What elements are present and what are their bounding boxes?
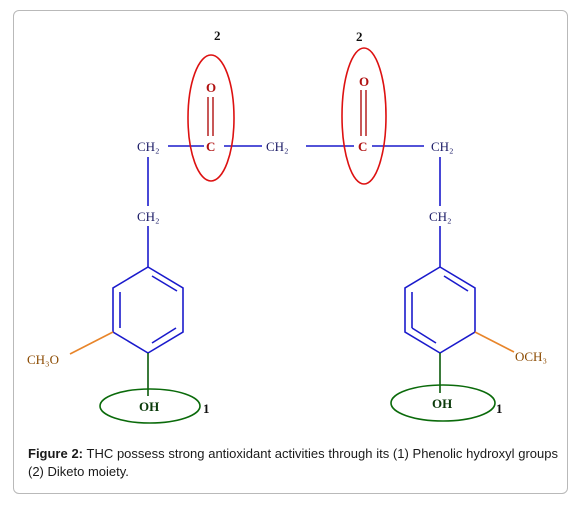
oxygen-right-label: O (359, 74, 369, 89)
methoxy-right-label: OCH₃ (515, 349, 547, 364)
ch2-upper-left-label: CH₂ (137, 139, 160, 154)
ch2-upper-right-label: CH₂ (431, 139, 454, 154)
benzene-ring-right (404, 266, 476, 354)
bond-methoxy-right (474, 331, 515, 353)
phenolic-ellipse-left (99, 388, 201, 424)
hydroxyl-right-label: OH (432, 396, 452, 411)
benzene-ring-left (112, 266, 184, 354)
carbonyl-bonds (207, 90, 367, 136)
figure-label: Figure 2: (28, 446, 84, 461)
phenolic-number-right: 1 (496, 401, 503, 416)
ch2-lower-left-label: CH₂ (137, 209, 160, 224)
bond-methoxy-left (69, 331, 114, 355)
carbon-chain (147, 145, 441, 267)
phenolic-number-left: 1 (203, 401, 210, 416)
moiety-number-left: 2 (214, 28, 221, 43)
figure-caption: Figure 2: THC possess strong antioxidant… (28, 445, 558, 481)
phenolic-ellipse-right (390, 384, 496, 422)
carbonyl-c-right-label: C (358, 139, 367, 154)
diketo-ellipse-right (341, 47, 387, 185)
diketo-ellipse-left (187, 54, 235, 182)
ch2-middle-label: CH₂ (266, 139, 289, 154)
moiety-number-right: 2 (356, 29, 363, 44)
methoxy-left-label: CH₃O (27, 352, 59, 367)
hydroxyl-left-label: OH (139, 399, 159, 414)
oxygen-left-label: O (206, 80, 216, 95)
thc-structure-diagram: 2 2 1 1 O O C C CH₂ CH₂ CH₂ CH₂ CH₂ CH₃O… (27, 28, 547, 424)
caption-text: THC possess strong antioxidant activitie… (28, 446, 558, 479)
ch2-lower-right-label: CH₂ (429, 209, 452, 224)
carbonyl-c-left-label: C (206, 139, 215, 154)
